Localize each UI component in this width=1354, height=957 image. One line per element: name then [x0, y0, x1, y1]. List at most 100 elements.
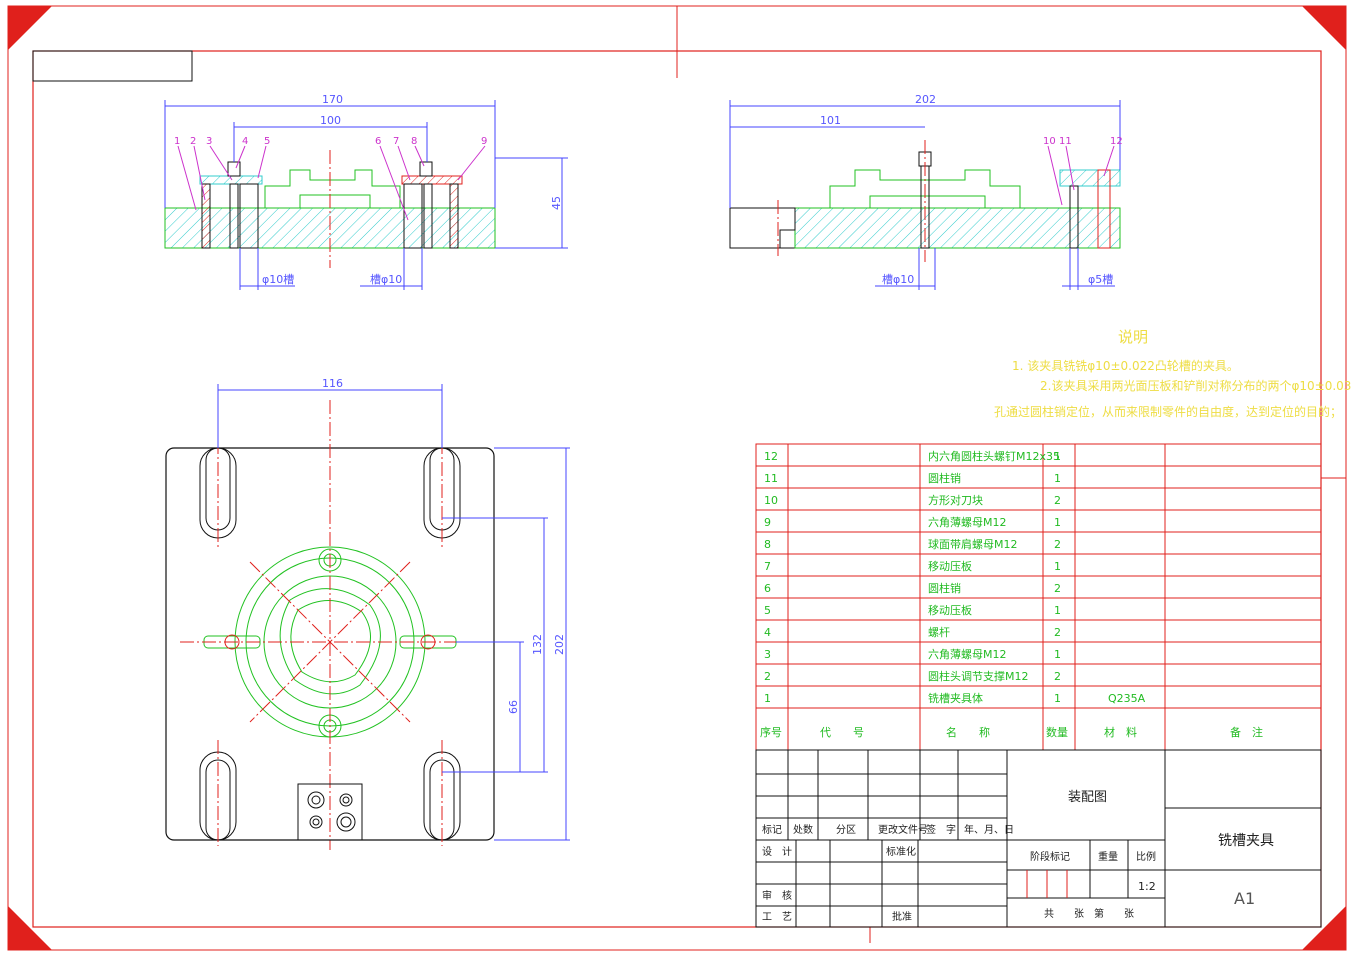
bom-cell-qty: 2 — [1054, 626, 1061, 639]
side-view: 202 101 槽φ10 φ5槽 10 11 12 — [729, 93, 1123, 290]
notes-line2: 2.该夹具采用两光面压板和铲削对称分布的两个φ10±0.03 — [1040, 378, 1351, 393]
front-part-labels: 1 2 3 4 5 6 7 8 9 — [174, 136, 487, 221]
technical-notes: 说明 1. 该夹具铣铣φ10±0.022凸轮槽的夹具。 2.该夹具采用两光面压板… — [994, 328, 1351, 419]
bom-cell-name: 铣槽夹具体 — [928, 691, 983, 705]
svg-text:比例: 比例 — [1136, 850, 1156, 863]
svg-text:标准化: 标准化 — [886, 845, 916, 858]
bom-cell-name: 内六角圆柱头螺钉M12x35 — [928, 449, 1060, 463]
side-part-labels: 10 11 12 — [1043, 136, 1123, 206]
svg-text:签 字: 签 字 — [926, 823, 956, 836]
svg-text:6: 6 — [375, 136, 381, 147]
svg-text:批准: 批准 — [892, 910, 912, 923]
svg-text:工 艺: 工 艺 — [762, 911, 792, 923]
svg-text:备 注: 备 注 — [1230, 725, 1263, 739]
bom-cell-qty: 1 — [1054, 604, 1061, 617]
bom-cell-name: 六角薄螺母M12 — [928, 647, 1007, 661]
svg-text:设 计: 设 计 — [762, 845, 792, 858]
dim-front-pin-right: 槽φ10 — [370, 273, 402, 286]
svg-text:10: 10 — [1043, 136, 1056, 147]
bom-cell-no: 1 — [764, 692, 771, 705]
bom-table — [755, 443, 1322, 751]
dim-front-height: 45 — [550, 196, 563, 210]
bom-cell-qty: 2 — [1054, 494, 1061, 507]
bom-cell-qty: 1 — [1054, 516, 1061, 529]
bom-cell-qty: 2 — [1054, 538, 1061, 551]
bom-cell-name: 移动压板 — [928, 559, 972, 573]
scale-value: 1:2 — [1138, 880, 1156, 893]
bom-cell-no: 5 — [764, 604, 771, 617]
dim-front-overall: 170 — [322, 93, 343, 106]
svg-text:标记: 标记 — [762, 824, 782, 836]
svg-text:5: 5 — [264, 136, 270, 147]
dim-front-pin-left: φ10槽 — [262, 273, 294, 286]
bom-cell-mat: Q235A — [1108, 692, 1146, 705]
notes-title: 说明 — [1118, 328, 1148, 346]
svg-text:处数: 处数 — [793, 823, 813, 836]
svg-text:共 张 第 张: 共 张 第 张 — [1044, 907, 1134, 920]
bom-cell-no: 4 — [764, 626, 771, 639]
notes-line3: 孔通过圆柱销定位，从而来限制零件的自由度，达到定位的目的； — [994, 404, 1342, 419]
svg-text:更改文件号: 更改文件号 — [878, 823, 928, 836]
svg-text:9: 9 — [481, 136, 487, 147]
bom-cell-qty: 1 — [1054, 472, 1061, 485]
svg-text:7: 7 — [393, 136, 399, 147]
bom-cell-qty: 1 — [1054, 450, 1061, 463]
svg-text:1: 1 — [174, 136, 180, 147]
dim-side-overall: 202 — [915, 93, 936, 106]
title-block-text: 装配图 铣槽夹具 A1 1:2 标记 处数 分区 更改文件号 签 字 年、月、日… — [762, 790, 1274, 923]
bom-cell-no: 9 — [764, 516, 771, 529]
bom-cell-qty: 2 — [1054, 670, 1061, 683]
title-block — [755, 749, 1322, 928]
bom-cell-no: 8 — [764, 538, 771, 551]
bom-cell-name: 移动压板 — [928, 603, 972, 617]
svg-text:年、月、日: 年、月、日 — [964, 823, 1014, 836]
corner-mark-tl — [8, 6, 52, 50]
svg-text:8: 8 — [411, 136, 417, 147]
svg-text:11: 11 — [1059, 136, 1072, 147]
bom-cell-name: 六角薄螺母M12 — [928, 515, 1007, 529]
bom-cell-no: 11 — [764, 472, 778, 485]
svg-text:审 核: 审 核 — [762, 889, 792, 902]
dim-top-width: 116 — [322, 377, 343, 390]
svg-text:序号: 序号 — [760, 725, 782, 739]
bom-header: 序号 代 号 名 称 数量 材 料 备 注 — [760, 725, 1263, 739]
drawing-number-box — [32, 50, 193, 82]
drawing-name: 铣槽夹具 — [1218, 833, 1274, 849]
bom-cell-name: 圆柱销 — [928, 581, 961, 595]
svg-text:数量: 数量 — [1046, 726, 1068, 739]
svg-text:材 料: 材 料 — [1104, 725, 1137, 739]
bom-cell-no: 10 — [764, 494, 778, 507]
top-view: 116 132 202 66 — [165, 377, 570, 850]
bom-cell-name: 方形对刀块 — [928, 493, 983, 507]
dim-top-132: 132 — [531, 634, 544, 655]
svg-text:3: 3 — [206, 136, 212, 147]
svg-text:4: 4 — [242, 136, 248, 147]
front-view: 170 100 45 φ10槽 槽φ10 1 2 3 4 5 6 7 8 9 — [164, 93, 568, 290]
svg-text:代 号: 代 号 — [820, 726, 864, 739]
bom-cell-no: 3 — [764, 648, 771, 661]
bom-cell-name: 圆柱销 — [928, 471, 961, 485]
corner-mark-bl — [8, 906, 52, 950]
bom-cell-no: 6 — [764, 582, 771, 595]
bom-cell-no: 12 — [764, 450, 778, 463]
dim-top-66: 66 — [507, 700, 520, 714]
bom-cell-no: 2 — [764, 670, 771, 683]
bom-cell-name: 螺杆 — [928, 625, 950, 639]
sheet-size: A1 — [1234, 889, 1255, 908]
bom-cell-name: 球面带肩螺母M12 — [928, 537, 1018, 551]
svg-text:阶段标记: 阶段标记 — [1030, 850, 1070, 863]
corner-mark-br — [1302, 906, 1346, 950]
bom-cell-qty: 2 — [1054, 582, 1061, 595]
bom-cell-qty: 1 — [1054, 692, 1061, 705]
dim-top-202: 202 — [553, 634, 566, 655]
svg-text:重量: 重量 — [1098, 850, 1118, 863]
dim-front-inner: 100 — [320, 114, 341, 127]
corner-mark-tr — [1302, 6, 1346, 50]
svg-text:分区: 分区 — [836, 824, 856, 836]
dim-side-pin-left: 槽φ10 — [882, 273, 914, 286]
bom-cell-no: 7 — [764, 560, 771, 573]
svg-text:12: 12 — [1110, 136, 1123, 147]
bom-cell-qty: 1 — [1054, 648, 1061, 661]
